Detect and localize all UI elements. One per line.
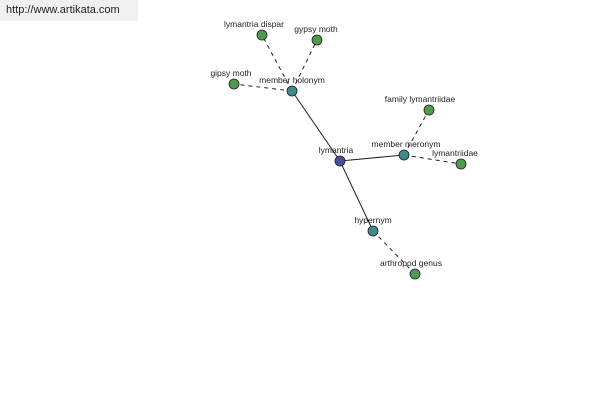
node-marker-lymantriidae[interactable] [455,158,467,170]
source-url-banner: http://www.artikata.com [0,0,138,21]
node-label-member-meronym: member meronym [372,139,441,149]
node-label-family-lymantriidae: family lymantriidae [385,94,456,104]
node-marker-member-meronym[interactable] [398,149,410,161]
edge-lymantria-to-member-holonym [291,90,341,162]
node-label-arthropod-genus: arthropod genus [380,258,442,268]
node-member-meronym[interactable]: member meronym [372,139,441,161]
node-marker-arthropod-genus[interactable] [409,268,421,280]
node-family-lymantriidae[interactable]: family lymantriidae [385,94,456,116]
node-marker-lymantria[interactable] [334,155,346,167]
node-member-holonym[interactable]: member holonym [259,75,325,97]
node-lymantria[interactable]: lymantria [319,145,354,167]
node-marker-lymantria-dispar[interactable] [256,29,268,41]
node-lymantria-dispar[interactable]: lymantria dispar [224,19,284,41]
node-hypernym[interactable]: hypernym [354,215,392,237]
edge-member-meronym-to-lymantriidae [403,154,462,165]
edge-lymantria-to-hypernym [339,160,374,232]
node-marker-member-holonym[interactable] [286,85,298,97]
edge-member-meronym-to-family-lymantriidae [403,109,430,156]
edge-member-holonym-to-gypsy-moth [291,39,318,92]
node-gipsy-moth[interactable]: gipsy moth [210,68,252,90]
node-marker-family-lymantriidae[interactable] [423,104,435,116]
node-label-lymantriidae: lymantriidae [432,148,478,158]
node-marker-hypernym[interactable] [367,225,379,237]
node-marker-gipsy-moth[interactable] [228,78,240,90]
node-label-hypernym: hypernym [354,215,391,225]
node-label-lymantria: lymantria [319,145,354,155]
edge-member-holonym-to-gipsy-moth [233,83,293,92]
edge-lymantria-to-member-meronym [339,154,405,162]
node-label-gipsy-moth: gipsy moth [210,68,251,78]
edge-hypernym-to-arthropod-genus [372,230,416,275]
node-label-member-holonym: member holonym [259,75,325,85]
graph-nodes: lymantria member holonym member meronym hyp… [210,19,478,280]
node-label-gypsy-moth: gypsy moth [294,24,338,34]
edge-member-holonym-to-lymantria-dispar [261,34,293,92]
node-marker-gypsy-moth[interactable] [311,34,323,46]
graph-edges [233,34,462,275]
node-lymantriidae[interactable]: lymantriidae [432,148,478,170]
node-arthropod-genus[interactable]: arthropod genus [380,258,442,280]
node-gypsy-moth[interactable]: gypsy moth [294,24,338,46]
node-label-lymantria-dispar: lymantria dispar [224,19,284,29]
source-url-text: http://www.artikata.com [6,4,120,16]
